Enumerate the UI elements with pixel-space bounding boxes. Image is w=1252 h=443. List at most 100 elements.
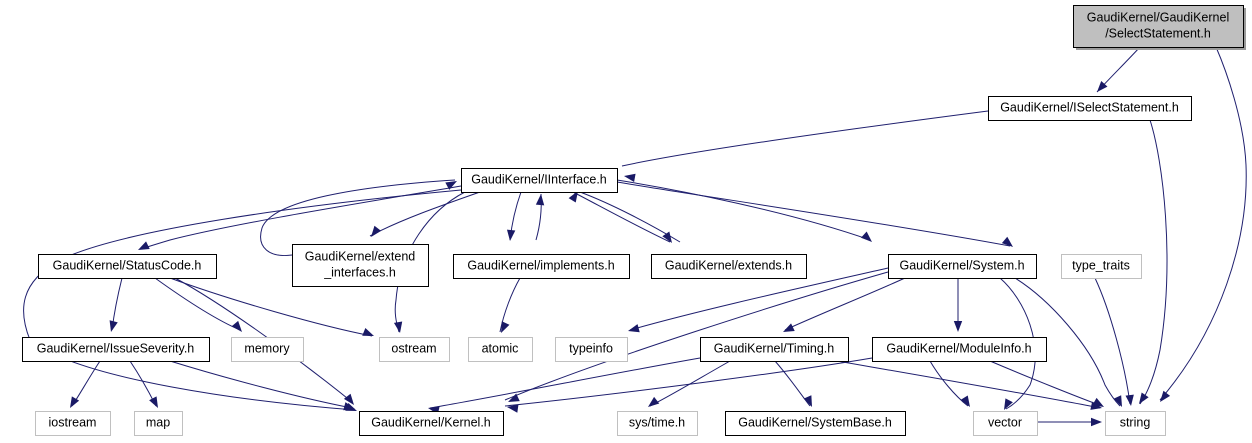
arrowhead — [1160, 390, 1171, 402]
node-box[interactable] — [988, 96, 1192, 121]
node-selectstatement[interactable]: GaudiKernel/GaudiKernel/SelectStatement.… — [1073, 5, 1247, 51]
node-label: map — [146, 415, 170, 429]
node-issueseverity[interactable]: GaudiKernel/IssueSeverity.h — [22, 337, 210, 362]
edge-issueseverity-to-kernel — [169, 360, 353, 409]
node-label: sys/time.h — [629, 415, 685, 429]
node-label: atomic — [482, 341, 519, 355]
node-moduleinfo[interactable]: GaudiKernel/ModuleInfo.h — [872, 337, 1047, 362]
node-label: GaudiKernel/SystemBase.h — [738, 415, 892, 429]
edge-iinterface-to-type_traits — [616, 181, 1011, 247]
node-box[interactable] — [134, 411, 183, 436]
arrowhead — [1113, 395, 1122, 407]
node-box[interactable] — [555, 337, 628, 362]
node-label: GaudiKernel/System.h — [899, 258, 1024, 272]
node-kernel[interactable]: GaudiKernel/Kernel.h — [359, 411, 504, 436]
node-statuscode[interactable]: GaudiKernel/StatusCode.h — [38, 254, 217, 279]
arrowhead — [1091, 417, 1102, 427]
node-label: GaudiKernel/StatusCode.h — [53, 258, 202, 272]
node-ostream[interactable]: ostream — [379, 337, 450, 362]
node-box[interactable] — [1073, 5, 1244, 48]
edge-system-to-timing — [784, 277, 906, 331]
node-iinterface[interactable]: GaudiKernel/IInterface.h — [461, 168, 618, 193]
node-box[interactable] — [468, 337, 533, 362]
node-type_traits[interactable]: type_traits — [1061, 254, 1142, 279]
edge-iinterface-to-statuscode — [140, 185, 462, 250]
edge-iselectstatement-to-iinterface — [621, 110, 989, 167]
edge-statuscode-to-kernel — [174, 277, 353, 403]
node-box[interactable] — [38, 254, 217, 279]
node-box[interactable] — [461, 168, 618, 193]
edge-type_traits-to-string — [1094, 277, 1131, 405]
arrowhead — [109, 320, 118, 332]
arrowhead — [861, 231, 872, 242]
edge-iinterface-to-ostream — [394, 191, 466, 333]
arrowhead — [662, 231, 672, 243]
node-iselectstatement[interactable]: GaudiKernel/ISelectStatement.h — [988, 96, 1192, 121]
arrowhead — [445, 181, 457, 190]
node-box[interactable] — [1105, 411, 1166, 436]
node-timing[interactable]: GaudiKernel/Timing.h — [700, 337, 849, 362]
node-label: GaudiKernel/Kernel.h — [371, 415, 491, 429]
node-box[interactable] — [617, 411, 698, 436]
arrowhead — [1004, 398, 1013, 410]
node-extends[interactable]: GaudiKernel/extends.h — [651, 254, 807, 279]
node-systembase[interactable]: GaudiKernel/SystemBase.h — [725, 411, 906, 436]
node-label: _interfaces.h — [323, 265, 396, 279]
arrowhead — [783, 323, 795, 332]
arrowhead — [393, 321, 403, 333]
edge-iinterface-to-kernel — [23, 189, 462, 411]
edge-iinterface-to-system — [616, 179, 871, 241]
node-label: ostream — [391, 341, 436, 355]
node-label: vector — [988, 415, 1022, 429]
node-vector[interactable]: vector — [973, 411, 1038, 436]
node-map[interactable]: map — [134, 411, 183, 436]
node-box[interactable] — [453, 254, 630, 279]
node-label: /SelectStatement.h — [1105, 26, 1211, 40]
edge-system-to-typeinfo — [629, 267, 889, 331]
edge-iselectstatement-to-string — [1139, 119, 1168, 405]
edge-extend_interfaces-to-iinterface — [260, 179, 456, 257]
node-label: GaudiKernel/ISelectStatement.h — [1000, 100, 1179, 114]
node-box[interactable] — [872, 337, 1047, 362]
edge-statuscode-to-ostream — [169, 277, 373, 337]
edge-selectstatement-to-string — [1159, 46, 1247, 401]
node-box[interactable] — [231, 337, 304, 362]
node-box[interactable] — [973, 411, 1038, 436]
arrowhead — [628, 324, 640, 333]
node-iostream[interactable]: iostream — [35, 411, 111, 436]
arrowhead — [624, 173, 636, 183]
node-label: iostream — [49, 415, 97, 429]
node-string[interactable]: string — [1105, 411, 1166, 436]
node-implements[interactable]: GaudiKernel/implements.h — [453, 254, 630, 279]
node-box[interactable] — [1061, 254, 1142, 279]
node-box[interactable] — [888, 254, 1037, 279]
edge-moduleinfo-to-kernel — [504, 357, 873, 407]
node-label: type_traits — [1072, 258, 1130, 272]
node-box[interactable] — [22, 337, 210, 362]
arrowhead — [231, 320, 242, 332]
arrowhead — [362, 327, 374, 336]
node-box[interactable] — [35, 411, 111, 436]
arrowheads-layer — [70, 81, 1171, 427]
node-box[interactable] — [700, 337, 849, 362]
node-atomic[interactable]: atomic — [468, 337, 533, 362]
node-box[interactable] — [651, 254, 807, 279]
node-box[interactable] — [359, 411, 504, 436]
node-systime[interactable]: sys/time.h — [617, 411, 698, 436]
node-box[interactable] — [292, 244, 429, 287]
arrowhead — [1097, 81, 1108, 92]
arrowhead — [568, 191, 578, 203]
arrowhead — [70, 396, 80, 408]
arrowhead — [508, 393, 520, 402]
node-memory[interactable]: memory — [231, 337, 304, 362]
node-typeinfo[interactable]: typeinfo — [555, 337, 628, 362]
node-label: typeinfo — [569, 341, 613, 355]
node-box[interactable] — [725, 411, 906, 436]
edge-timing-to-systime — [649, 360, 731, 407]
arrowhead — [960, 395, 970, 407]
node-box[interactable] — [379, 337, 450, 362]
node-system[interactable]: GaudiKernel/System.h — [888, 254, 1037, 279]
node-extend_interfaces[interactable]: GaudiKernel/extend_interfaces.h — [292, 244, 429, 287]
